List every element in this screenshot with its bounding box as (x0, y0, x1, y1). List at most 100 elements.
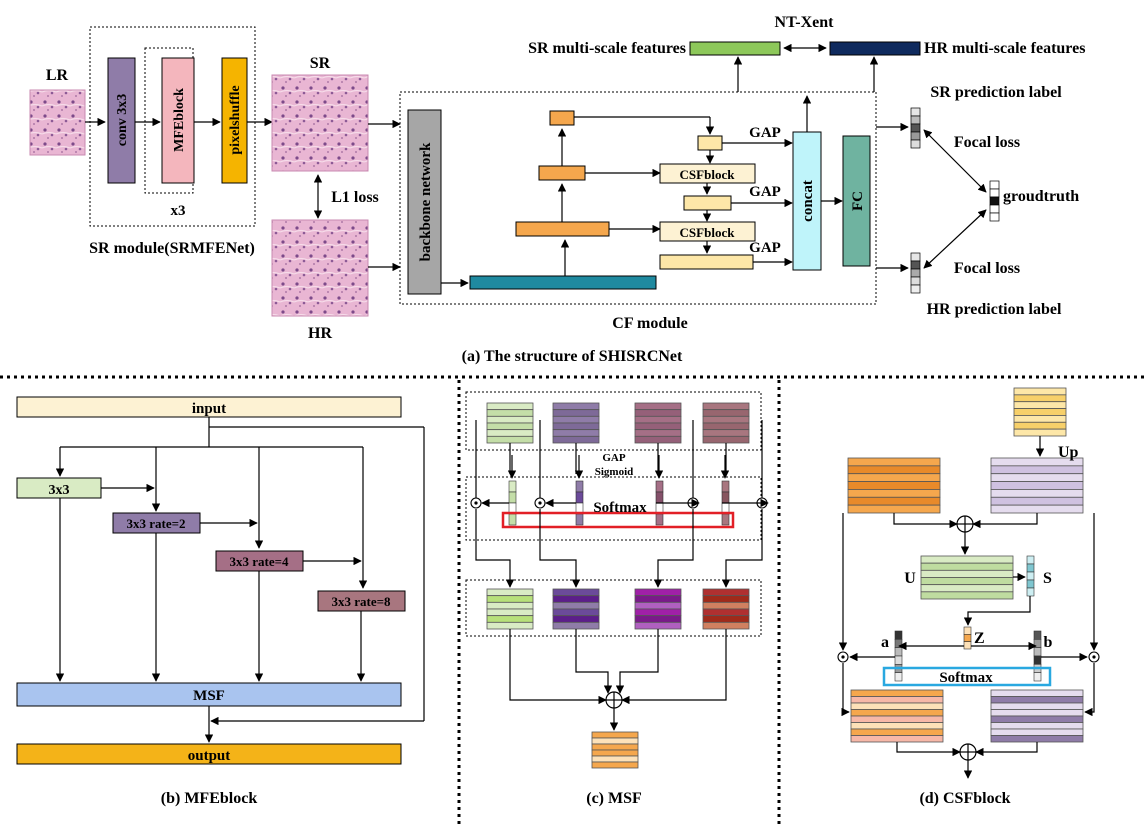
panel-b: input 3x3 3x3 rate=2 3x3 rate=4 3x3 rate… (16, 396, 425, 807)
msf-sigmoid-label: Sigmoid (595, 466, 634, 478)
caption-c: (c) MSF (586, 790, 642, 807)
msf-input-3-row (634, 402, 682, 411)
msf-output-4-row (702, 608, 750, 617)
csf-z-vector-cell (963, 641, 972, 650)
msf-output-4-row (702, 595, 750, 603)
caption-d: (d) CSFblock (919, 790, 1010, 807)
msf-final-stack-row (591, 731, 639, 739)
csf-low-level-row (990, 504, 1084, 514)
msf-input-3-row (634, 409, 682, 417)
msf-output-1-row (486, 601, 534, 610)
conv-rate2-label: 3x3 rate=2 (126, 516, 185, 531)
csf-connections (837, 436, 1100, 779)
msf-input-3-row (634, 435, 682, 444)
csf-a-vector-cell (894, 630, 903, 640)
feature-orange-1 (515, 221, 610, 237)
msf-sum-in-4 (621, 648, 727, 705)
feature-yellow-2 (683, 195, 732, 211)
msf-output-3-row (634, 621, 682, 630)
csf-out-low-row (990, 689, 1084, 697)
csf-mult-b-out (1084, 663, 1095, 717)
msf-output-1-row (486, 621, 534, 630)
csf-high-level-row (847, 489, 941, 498)
msf-vector-3-cell (655, 480, 664, 493)
msf-output-3 (634, 588, 682, 630)
lr-label: LR (46, 67, 69, 84)
panel-c: GAP Sigmoid Softmax (c) MSF (465, 391, 769, 807)
mfeblock-label: MFEblock (172, 88, 187, 152)
csf-s-vector-cell (1026, 555, 1035, 565)
csf-z-vector (963, 626, 972, 650)
msf-input-3-row (634, 415, 682, 424)
csf-high-level-row (847, 504, 941, 514)
csf-a-vector-cell (894, 672, 903, 682)
msf-input-4-row (702, 415, 750, 424)
msf-output-2 (552, 588, 600, 630)
msf-label: MSF (193, 688, 225, 704)
msf-output-3-row (634, 608, 682, 617)
csf-up-input-row (1013, 415, 1067, 423)
msf-output-3-row (634, 601, 682, 610)
hr-pred-vector (910, 252, 921, 294)
csf-z-label: Z (974, 630, 985, 647)
msf-input-1-row (486, 402, 534, 411)
csf-out-high (850, 689, 944, 743)
sr-label: SR (310, 55, 331, 72)
msf-output-4-row (702, 615, 750, 623)
gap-label-1: GAP (749, 125, 781, 141)
msf-output-1-row (486, 615, 534, 623)
csf-s-to-z (963, 596, 1031, 626)
msf-vector-1-cell (508, 480, 517, 493)
csf-low-level-row (990, 473, 1084, 482)
cf-module-label: CF module (612, 315, 687, 332)
msf-vector-4-cell (721, 491, 730, 504)
msf-final-stack-row (591, 761, 639, 769)
x3-label: x3 (171, 203, 186, 219)
csf-high-level-row (847, 473, 941, 482)
msf-output-2-row (552, 608, 600, 617)
msf-vector-1-cell (508, 513, 517, 526)
csf-up-input-row (1013, 394, 1067, 403)
csf-high-level (847, 457, 941, 514)
csf-u-block-row (920, 555, 1014, 564)
csf-high-level-row (847, 465, 941, 475)
msf-vector-3-cell (655, 513, 664, 526)
msf-input-4-row (702, 409, 750, 417)
msf-final-stack-row (591, 749, 639, 757)
msf-input-1-row (486, 422, 534, 431)
csf-b-vector-cell (1033, 630, 1042, 640)
msf-vector-4-cell (721, 513, 730, 526)
concat-label: concat (800, 180, 816, 222)
sr-module-label: SR module(SRMFENet) (89, 240, 255, 257)
caption-a: (a) The structure of SHISRCNet (462, 348, 683, 365)
csf-up-label: Up (1058, 444, 1079, 461)
csf-a-label: a (881, 634, 889, 651)
csf-out-high-row (850, 728, 944, 736)
msf-connections (470, 420, 769, 705)
msf-sum-in-3 (615, 648, 659, 694)
input-label: input (192, 401, 226, 417)
csf-out-high-row (850, 702, 944, 710)
conv-rate4-label: 3x3 rate=4 (229, 554, 289, 569)
csf-out-low-row (990, 722, 1084, 730)
msf-softmax-box (501, 511, 735, 529)
csf-s-vector-cell (1026, 563, 1035, 573)
focal-arrow-hr (923, 209, 987, 269)
csf-s-vector-cell (1026, 587, 1035, 597)
sr-multiscale-features (689, 41, 781, 56)
fc-block (842, 135, 871, 267)
csf-sum2-right (975, 742, 1038, 757)
csf-out-low-row (990, 728, 1084, 736)
mfeblock-block (161, 57, 195, 184)
msf-input-2-row (552, 402, 600, 411)
nt-xent-label: NT-Xent (775, 14, 835, 31)
csf-high-level-row (847, 457, 941, 467)
focal-arrow-sr (923, 129, 987, 193)
msf-mult-icon-2-center (538, 501, 542, 505)
csf-u-label: U (904, 570, 916, 587)
csf-up-input-row (1013, 408, 1067, 416)
csf-feature-blocks (847, 387, 1084, 743)
csf-up-input (1013, 387, 1067, 437)
conv-3x3-label: 3x3 (49, 483, 70, 498)
